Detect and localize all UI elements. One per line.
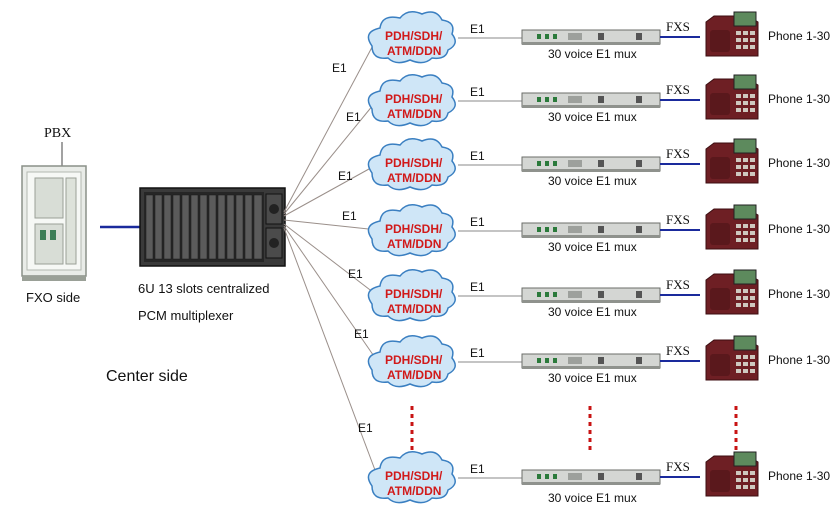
phone-icon (705, 138, 759, 184)
fxo-side-label: FXO side (26, 290, 80, 305)
branch-row: PDH/SDH/ ATM/DDN E1 E1 30 voice E1 mux F… (342, 204, 830, 257)
fxs-label: FXS (666, 459, 690, 474)
branch-row: PDH/SDH/ ATM/DDN E1 E1 30 voice E1 mux F… (332, 11, 830, 75)
fxs-label: FXS (666, 82, 690, 97)
device-label: 30 voice E1 mux (548, 491, 637, 505)
voice-e1-mux-device (521, 156, 661, 172)
trunk-label-right: E1 (470, 22, 485, 36)
network-label-line2: ATM/DDN (387, 171, 441, 185)
phone-icon (705, 204, 759, 250)
network-label-line1: PDH/SDH/ (385, 222, 443, 236)
voice-e1-mux-device (521, 29, 661, 45)
branch-row: PDH/SDH/ ATM/DDN E1 E1 30 voice E1 mux F… (348, 267, 830, 322)
fxs-label: FXS (666, 212, 690, 227)
network-label-line2: ATM/DDN (387, 237, 441, 251)
mux-caption-line1: 6U 13 slots centralized (138, 281, 270, 296)
network-cloud: PDH/SDH/ ATM/DDN (367, 269, 456, 322)
trunk-label-left: E1 (342, 209, 357, 223)
voice-e1-mux-device (521, 353, 661, 369)
network-label-line2: ATM/DDN (387, 44, 441, 58)
device-label: 30 voice E1 mux (548, 371, 637, 385)
phone-range-label: Phone 1-30 (768, 92, 830, 106)
network-label-line2: ATM/DDN (387, 302, 441, 316)
voice-e1-mux-device (521, 469, 661, 485)
trunk-label-left: E1 (354, 327, 369, 341)
network-label-line1: PDH/SDH/ (385, 469, 443, 483)
voice-e1-mux-device (521, 287, 661, 303)
mux-caption-line2: PCM multiplexer (138, 308, 234, 323)
trunk-label-right: E1 (470, 149, 485, 163)
pcm-multiplexer-chassis (139, 187, 286, 267)
branch-row: PDH/SDH/ ATM/DDN E1 E1 30 voice E1 mux F… (346, 74, 830, 127)
phone-range-label: Phone 1-30 (768, 156, 830, 170)
network-label-line2: ATM/DDN (387, 484, 441, 498)
trunk-label-left: E1 (348, 267, 363, 281)
trunk-label-right: E1 (470, 85, 485, 99)
trunk-label-left: E1 (338, 169, 353, 183)
network-label-line2: ATM/DDN (387, 368, 441, 382)
network-label-line1: PDH/SDH/ (385, 29, 443, 43)
phone-icon (705, 335, 759, 381)
device-label: 30 voice E1 mux (548, 110, 637, 124)
phone-range-label: Phone 1-30 (768, 353, 830, 367)
network-cloud: PDH/SDH/ ATM/DDN (367, 204, 456, 257)
trunk-lines (283, 35, 379, 479)
branch-row: PDH/SDH/ ATM/DDN E1 E1 30 voice E1 mux F… (338, 138, 830, 191)
network-label-line1: PDH/SDH/ (385, 353, 443, 367)
center-side-label: Center side (106, 368, 188, 385)
branch-row: PDH/SDH/ ATM/DDN E1 30 voice E1 mux FXS (367, 451, 830, 505)
trunk-label-left: E1 (346, 110, 361, 124)
network-label-line1: PDH/SDH/ (385, 92, 443, 106)
network-cloud: PDH/SDH/ ATM/DDN (367, 451, 456, 504)
trunk-label-right: E1 (470, 462, 485, 476)
fxs-label: FXS (666, 146, 690, 161)
pbx-cabinet (21, 142, 87, 281)
fxs-label: FXS (666, 19, 690, 34)
branch-row: PDH/SDH/ ATM/DDN E1 E1 30 voice E1 mux F… (354, 327, 830, 388)
phone-range-label: Phone 1-30 (768, 29, 830, 43)
phone-icon (705, 451, 759, 497)
trunk-label-left: E1 (358, 421, 373, 435)
trunk-label-right: E1 (470, 280, 485, 294)
phone-range-label: Phone 1-30 (768, 287, 830, 301)
voice-e1-mux-device (521, 92, 661, 108)
network-label-line2: ATM/DDN (387, 107, 441, 121)
device-label: 30 voice E1 mux (548, 174, 637, 188)
device-label: 30 voice E1 mux (548, 240, 637, 254)
network-label-line1: PDH/SDH/ (385, 287, 443, 301)
device-label: 30 voice E1 mux (548, 305, 637, 319)
continuation-dots (410, 406, 738, 450)
phone-icon (705, 11, 759, 57)
phone-range-label: Phone 1-30 (768, 469, 830, 483)
phone-icon (705, 269, 759, 315)
trunk-label-right: E1 (470, 346, 485, 360)
network-cloud: PDH/SDH/ ATM/DDN (367, 335, 456, 388)
voice-e1-mux-device (521, 222, 661, 238)
device-label: 30 voice E1 mux (548, 47, 637, 61)
fxs-label: FXS (666, 343, 690, 358)
fxs-label: FXS (666, 277, 690, 292)
phone-icon (705, 74, 759, 120)
network-cloud: PDH/SDH/ ATM/DDN (367, 11, 456, 64)
pbx-label: PBX (44, 126, 71, 141)
trunk-label-right: E1 (470, 215, 485, 229)
network-label-line1: PDH/SDH/ (385, 156, 443, 170)
trunk-label-left: E1 (332, 61, 347, 75)
network-cloud: PDH/SDH/ ATM/DDN (367, 74, 456, 127)
network-cloud: PDH/SDH/ ATM/DDN (367, 138, 456, 191)
phone-range-label: Phone 1-30 (768, 222, 830, 236)
